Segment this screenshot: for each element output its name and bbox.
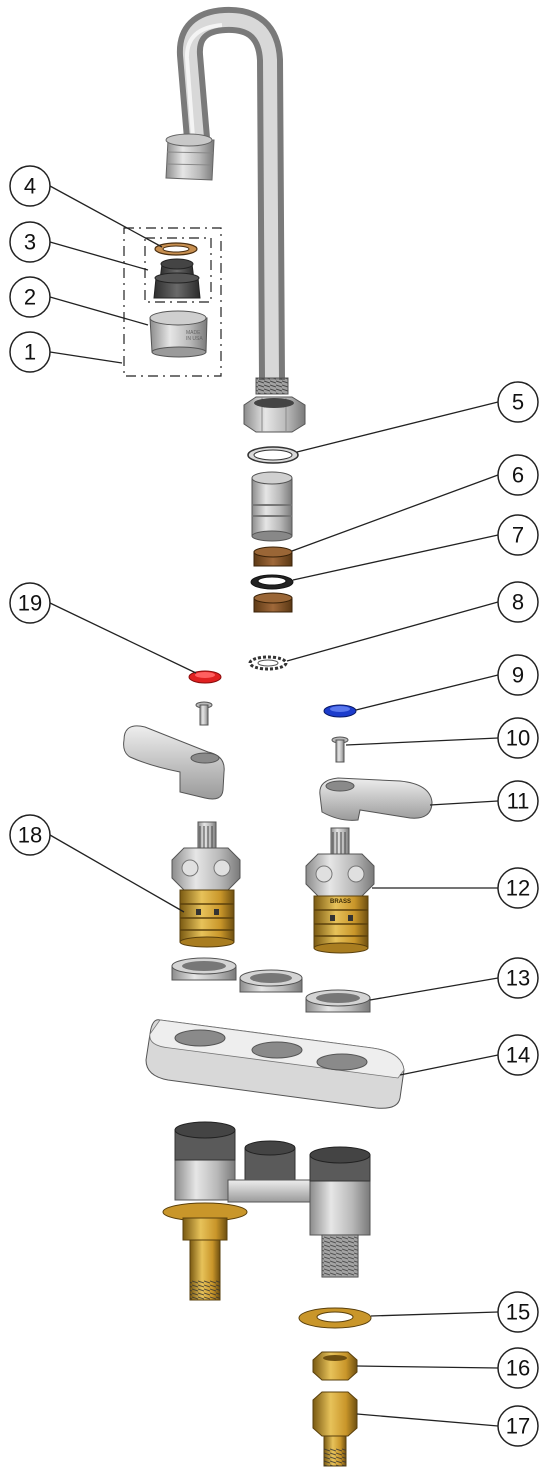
callout-5: 5 [497, 381, 539, 423]
callout-17: 17 [497, 1405, 539, 1447]
left-handle-screw [195, 701, 213, 726]
callout-9: 9 [497, 654, 539, 696]
svg-text:18: 18 [18, 823, 42, 848]
cold-cartridge-part-12: BRASS [305, 827, 375, 954]
o-ring-part-5 [247, 446, 299, 464]
hot-index-button-part-19 [188, 670, 222, 684]
right-handle-screw-part-10 [331, 736, 349, 763]
callout-6: 6 [497, 454, 539, 496]
callout-12: 12 [497, 867, 539, 909]
callout-16: 16 [497, 1347, 539, 1389]
hex-nut-part-16 [312, 1351, 358, 1381]
supply-adapter-part-17 [312, 1391, 358, 1467]
svg-text:14: 14 [506, 1043, 530, 1068]
swivel-adapter [251, 471, 293, 542]
washer-lower [253, 592, 293, 613]
callout-15: 15 [497, 1291, 539, 1333]
aerator-housing-part-2: MADE IN USA [149, 310, 208, 358]
brass-stamp-text: BRASS [330, 899, 351, 905]
cold-index-button-part-9 [323, 704, 357, 718]
valve-body [162, 1121, 371, 1301]
callout-19: 19 [9, 582, 51, 624]
aerator-washer-part-4 [154, 242, 198, 256]
callout-3: 3 [9, 221, 51, 263]
callouts: 1 2 3 4 5 6 7 8 9 10 11 12 13 14 15 16 1… [9, 165, 539, 1447]
svg-text:15: 15 [506, 1300, 530, 1325]
callout-2: 2 [9, 276, 51, 318]
svg-text:MADE: MADE [186, 330, 201, 336]
svg-text:4: 4 [24, 174, 36, 199]
callout-4: 4 [9, 165, 51, 207]
svg-text:7: 7 [512, 523, 524, 548]
leader-lines [49, 185, 499, 1427]
left-lever-handle [123, 725, 225, 800]
lock-nut-center [239, 969, 303, 993]
lock-washer-part-8 [248, 655, 288, 671]
lock-nut-left [171, 957, 237, 981]
svg-text:9: 9 [512, 663, 524, 688]
gooseneck-spout [165, 6, 289, 395]
callout-7: 7 [497, 514, 539, 556]
callout-10: 10 [497, 717, 539, 759]
lock-nut-right-part-13 [305, 989, 371, 1013]
svg-text:3: 3 [24, 230, 36, 255]
aerator-insert-part-3 [153, 258, 201, 299]
svg-text:11: 11 [507, 789, 530, 814]
callout-1: 1 [9, 331, 51, 373]
svg-text:10: 10 [506, 726, 530, 751]
o-ring-part-7 [250, 574, 294, 590]
washer-part-6 [253, 546, 293, 567]
svg-text:19: 19 [18, 591, 42, 616]
callout-11: 11 [497, 780, 539, 822]
coupling-nut [243, 396, 306, 433]
callout-13: 13 [497, 957, 539, 999]
svg-text:16: 16 [506, 1356, 530, 1381]
svg-text:1: 1 [24, 340, 36, 365]
svg-text:6: 6 [512, 463, 524, 488]
svg-text:12: 12 [506, 876, 530, 901]
svg-text:8: 8 [512, 590, 524, 615]
aerator-assembly: MADE IN USA [123, 227, 222, 377]
flat-washer-part-15 [298, 1307, 372, 1329]
hot-cartridge-part-18 [171, 821, 241, 948]
callout-8: 8 [497, 581, 539, 623]
callout-14: 14 [497, 1034, 539, 1076]
svg-text:5: 5 [512, 390, 524, 415]
callout-18: 18 [9, 814, 51, 856]
svg-text:2: 2 [24, 285, 36, 310]
svg-text:13: 13 [506, 966, 530, 991]
spout-outlet-tip [165, 133, 215, 181]
svg-text:IN USA: IN USA [186, 336, 203, 342]
right-lever-handle-part-11 [319, 777, 433, 821]
svg-text:17: 17 [506, 1414, 530, 1439]
deck-plate-part-14 [145, 1019, 405, 1109]
